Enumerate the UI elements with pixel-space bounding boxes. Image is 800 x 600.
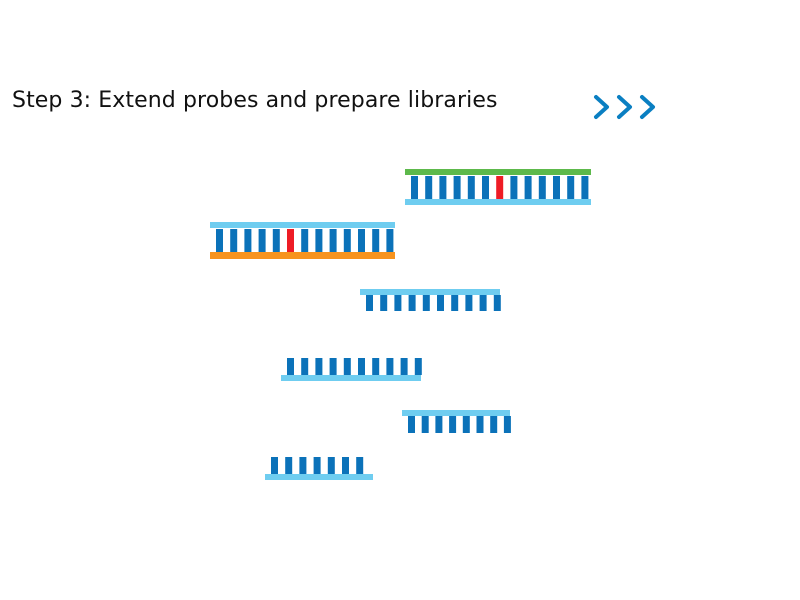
library-fragment-3-base-pair (408, 416, 415, 433)
orange-probe-duplex-base-pair (244, 229, 252, 252)
green-probe-duplex-base-pair (467, 176, 475, 199)
orange-probe-duplex-base-pair (372, 229, 380, 252)
library-fragment-1-base-pair (451, 295, 459, 311)
orange-probe-duplex-base-pair (329, 229, 337, 252)
orange-probe-duplex-base-pair (301, 229, 309, 252)
library-fragment-4-base-pair (342, 457, 349, 474)
library-fragment-1-base-pair (493, 295, 501, 311)
library-fragment-1-base-pair (422, 295, 430, 311)
chevron-1 (594, 95, 609, 119)
green-probe-duplex-base-pair (482, 176, 489, 199)
library-fragment-1-base-pair (465, 295, 473, 311)
library-fragment-3-base-pair (476, 416, 484, 433)
green-probe-duplex-base-pair (425, 176, 433, 199)
orange-probe-duplex-base-pair (343, 229, 351, 252)
library-fragment-4-base-pair (356, 457, 364, 474)
orange-probe-duplex-variant-base (287, 229, 294, 252)
library-fragment-2-base-pair (414, 358, 422, 375)
library-fragment-1-base-pair (479, 295, 487, 311)
library-fragment-2-base-pair (372, 358, 380, 375)
green-probe-duplex-strand (405, 199, 591, 205)
green-probe-duplex-base-pair (510, 176, 518, 199)
orange-probe-duplex-base-pair (358, 229, 365, 252)
orange-probe-duplex-base-pair (386, 229, 394, 252)
library-fragment-2-base-pair (329, 358, 337, 375)
library-fragment-4-strand (265, 474, 373, 480)
library-fragment-4-base-pair (285, 457, 293, 474)
library-fragment-3-base-pair (462, 416, 470, 433)
library-fragment-3-base-pair (503, 416, 511, 433)
library-fragment-3-base-pair (421, 416, 429, 433)
library-fragment-2-base-pair (315, 358, 323, 375)
orange-probe-duplex-probe-strand (210, 252, 395, 259)
library-fragment-3-base-pair (490, 416, 498, 433)
library-fragment-1-base-pair (380, 295, 388, 311)
orange-probe-duplex-base-pair (272, 229, 280, 252)
library-fragment-4-base-pair (299, 457, 307, 474)
green-probe-duplex-base-pair (453, 176, 461, 199)
orange-probe-duplex-base-pair (258, 229, 266, 252)
library-fragment-2-base-pair (343, 358, 351, 375)
library-fragment-2-base-pair (301, 358, 309, 375)
orange-probe-duplex-base-pair (216, 229, 223, 252)
library-fragment-2-base-pair (386, 358, 394, 375)
green-probe-duplex-base-pair (553, 176, 560, 199)
library-fragment-2-base-pair (358, 358, 365, 375)
library-fragment-3-strand (402, 410, 510, 416)
green-probe-duplex-variant-base (496, 176, 504, 199)
green-probe-duplex-base-pair (538, 176, 546, 199)
library-fragment-2-base-pair (287, 358, 294, 375)
green-probe-duplex-base-pair (439, 176, 447, 199)
green-probe-duplex-probe-strand (405, 169, 591, 175)
library-fragment-2-strand (281, 375, 421, 381)
orange-probe-duplex-strand (210, 222, 395, 228)
library-fragment-1-base-pair (437, 295, 444, 311)
library-fragment-3-base-pair (449, 416, 457, 433)
green-probe-duplex-base-pair (567, 176, 575, 199)
library-fragment-1-base-pair (408, 295, 416, 311)
chevron-2 (617, 95, 632, 119)
green-probe-duplex-base-pair (581, 176, 589, 199)
library-fragment-4-base-pair (313, 457, 321, 474)
library-fragment-4-base-pair (327, 457, 335, 474)
orange-probe-duplex-base-pair (230, 229, 238, 252)
orange-probe-duplex-base-pair (315, 229, 323, 252)
library-fragment-1-base-pair (394, 295, 402, 311)
step-title: Step 3: Extend probes and prepare librar… (12, 88, 498, 113)
triple-chevron-right-icon (594, 95, 655, 119)
chevron-3 (640, 95, 655, 119)
library-fragment-3-base-pair (435, 416, 443, 433)
green-probe-duplex-base-pair (524, 176, 532, 199)
library-fragment-1-strand (360, 289, 500, 295)
library-fragment-4-base-pair (271, 457, 278, 474)
library-fragment-2-base-pair (400, 358, 408, 375)
library-fragment-1-base-pair (366, 295, 373, 311)
green-probe-duplex-base-pair (411, 176, 418, 199)
